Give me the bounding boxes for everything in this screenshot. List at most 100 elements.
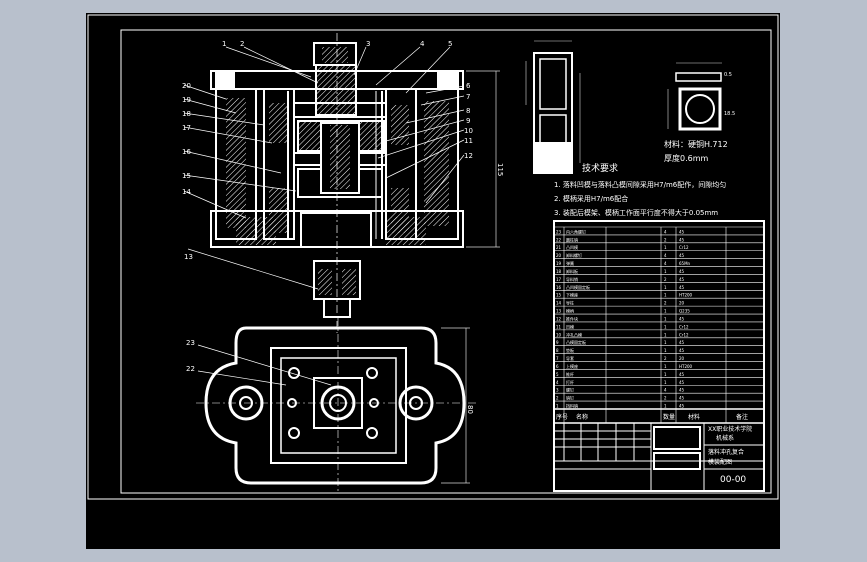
bom-cell: 2	[664, 237, 667, 242]
part-number-top: 2	[240, 40, 244, 48]
part-number-right: 12	[464, 152, 473, 160]
company-name: XX职业技术学院	[708, 425, 752, 433]
bom-cell: 1	[664, 245, 667, 250]
bom-cell: 4	[664, 229, 667, 234]
bom-cell: 45	[679, 285, 685, 290]
bom-cell: 圆柱销	[566, 236, 578, 242]
bom-cell: 1	[664, 293, 667, 298]
part-number-left: 16	[182, 148, 191, 156]
bom-cell: 45	[679, 380, 685, 385]
bom-cell: 模柄	[566, 308, 574, 314]
part-number-right: 6	[466, 82, 471, 90]
bom-cell: 45	[679, 253, 685, 258]
bom-cell: 1	[664, 364, 667, 369]
bom-cell: 2	[664, 356, 667, 361]
tech-requirement-line: 2. 模柄采用H7/m6配合	[554, 194, 628, 203]
drawing-number: 00-00	[720, 475, 746, 485]
title-block	[554, 422, 764, 491]
bom-cell: 打杆	[566, 379, 574, 385]
part-numbers: 1 2 3 4 5 6 7 8 9 10 11 12 20 19 18 17 1…	[182, 40, 473, 261]
bom-cell: Cr12	[679, 245, 689, 250]
small-dim: 18.5	[724, 111, 735, 117]
part-number-left: 14	[182, 188, 191, 196]
bom-cell: 45	[679, 229, 685, 234]
bom-cell: 45	[679, 237, 685, 242]
bom-cell: 销钉	[566, 395, 574, 401]
bom-cell: 45	[679, 277, 685, 282]
part-number-left: 18	[182, 110, 191, 118]
bom-cell: 2	[664, 396, 667, 401]
bom-cell: 1	[664, 316, 667, 321]
bom-cell: 19	[556, 261, 562, 266]
bom-cell: 4	[664, 261, 667, 266]
bom-cell: 推件块	[566, 315, 578, 321]
bom-cell: 凹模	[566, 323, 574, 329]
bom-cell: 9	[556, 340, 559, 345]
bom-cell: 10	[556, 332, 562, 337]
part-number-shank: 13	[184, 253, 193, 261]
bom-cell: 45	[679, 348, 685, 353]
bom-header: 材料	[688, 413, 700, 421]
bom-cell: 冲孔凸模	[566, 331, 582, 337]
bom-cell: 1	[664, 372, 667, 377]
bom-cell: 挡料销	[566, 403, 578, 409]
plan-view	[204, 326, 466, 485]
part-number-left: 17	[182, 124, 191, 132]
bom-cell: 1	[664, 404, 667, 409]
thickness-note: 厚度0.6mm	[664, 153, 709, 163]
bom-cell: 15	[556, 293, 562, 298]
bom-cell: 垫板	[566, 347, 574, 353]
bom-cell: 4	[664, 253, 667, 258]
bom-cell: 内六角螺钉	[566, 228, 586, 234]
part-number-left: 20	[182, 82, 191, 90]
bom-cell: 45	[679, 404, 685, 409]
part-plan-dims	[667, 62, 722, 129]
material-note: 材料：硬铜H.712	[664, 139, 728, 149]
tech-requirements-title: 技术要求	[582, 162, 618, 174]
bom-cell: 弹簧	[566, 260, 574, 266]
inner-frame	[120, 29, 772, 494]
bom-cell: 1	[664, 269, 667, 274]
bom-cell: 20	[556, 253, 562, 258]
bom-cell: 14	[556, 301, 562, 306]
bom-cell: 3	[556, 388, 559, 393]
design-name: 落料冲孔复合	[708, 448, 744, 456]
main-section-view	[210, 33, 464, 333]
bom-cell: 13	[556, 309, 562, 314]
bom-cell: 1	[556, 404, 559, 409]
bom-cell: 6	[556, 364, 559, 369]
outer-frame	[87, 14, 779, 500]
bom-cell: 卸料板	[566, 268, 578, 274]
bom-cell: 18	[556, 269, 562, 274]
bom-cell: 1	[664, 324, 667, 329]
company-department: 机械系	[716, 434, 734, 442]
bom-cell: 7	[556, 356, 559, 361]
part-number-right: 10	[464, 127, 473, 135]
leader-lines	[183, 46, 465, 290]
bom-cell: Cr12	[679, 324, 689, 329]
bom-cell: 凸凹模固定板	[566, 284, 590, 290]
bom-header: 名称	[576, 413, 588, 421]
height-dimension	[466, 70, 500, 248]
bom-cell: 20	[679, 301, 685, 306]
bom-cell: Q235	[679, 309, 690, 314]
bom-cell: 1	[664, 380, 667, 385]
bom-cell: 65Mn	[679, 261, 691, 266]
bom-cell: 21	[556, 245, 562, 250]
bom-cell: 1	[664, 285, 667, 290]
bom-cell: 螺钉	[566, 387, 574, 393]
part-number-top: 1	[222, 40, 226, 48]
bom-cell: 45	[679, 396, 685, 401]
bom-cell: 1	[664, 340, 667, 345]
bom-cell: Cr12	[679, 332, 689, 337]
bom-header: 序号	[556, 413, 568, 421]
cad-viewport[interactable]: 1 2 3 4 5 6 7 8 9 10 11 12 20 19 18 17 1…	[86, 13, 780, 549]
bom-cell: 下模座	[566, 292, 578, 298]
bom-cell: 导柱	[566, 300, 574, 306]
bom-cell: 8	[556, 348, 559, 353]
bom-cell: 4	[664, 388, 667, 393]
bom-cell: 12	[556, 316, 562, 321]
plan-view-centerlines	[196, 318, 476, 491]
bom-cell: 2	[664, 277, 667, 282]
